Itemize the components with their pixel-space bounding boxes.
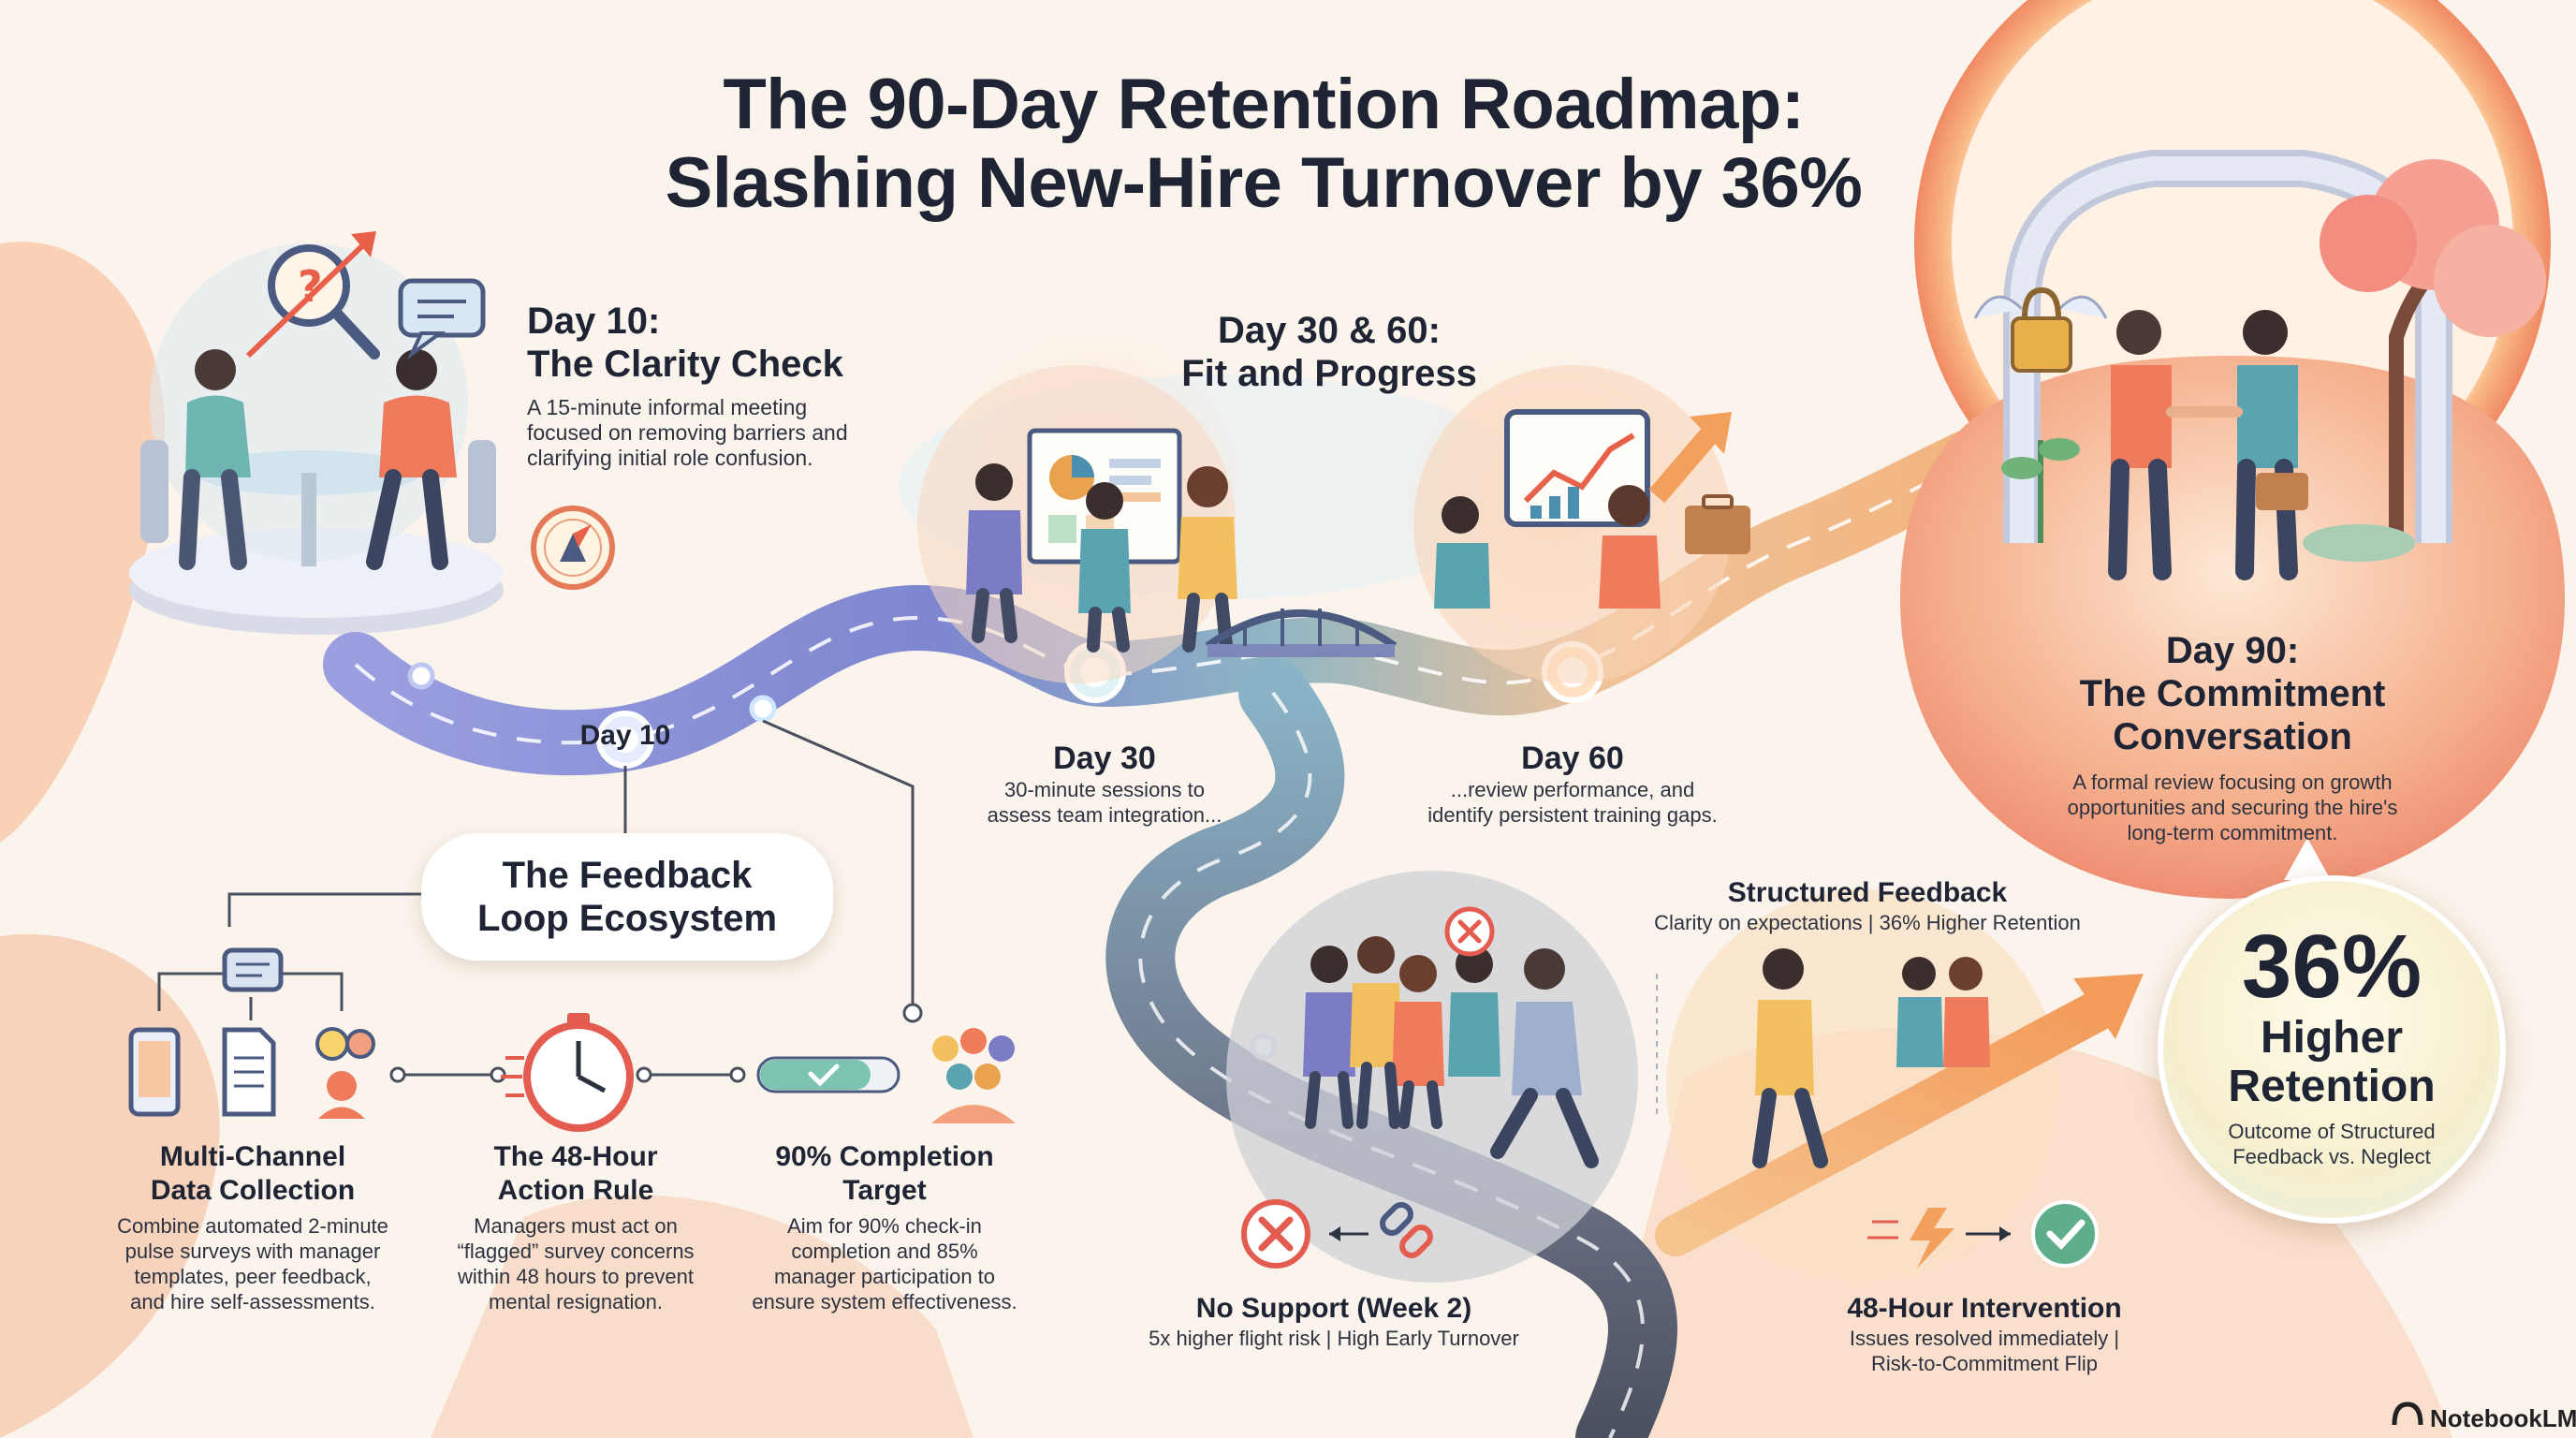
multi-channel-section: Multi-Channel Data Collection Combine au…	[84, 1140, 421, 1314]
multi-channel-desc-1: Combine automated 2-minute	[117, 1214, 388, 1238]
feedback-loop-pill: The Feedback Loop Ecosystem	[421, 833, 833, 961]
day90-desc-3: long-term commitment.	[2127, 821, 2338, 844]
day60-desc-2: identify persistent training gaps.	[1427, 803, 1718, 827]
completion-desc-3: manager participation to	[773, 1265, 996, 1288]
action-rule-section: The 48-Hour Action Rule Managers must ac…	[421, 1140, 730, 1314]
multi-channel-title-1: Multi-Channel	[159, 1141, 346, 1172]
day90-desc-2: opportunities and securing the hire's	[2067, 796, 2398, 819]
day90-heading-1: Day 90:	[2165, 630, 2300, 671]
day90-heading-3: Conversation	[2113, 716, 2352, 757]
retention-stat-caption-1: Outcome of Structured	[2228, 1120, 2436, 1143]
page-title: The 90-Day Retention Roadmap: Slashing N…	[562, 66, 1966, 223]
completion-title-2: Target	[842, 1175, 927, 1206]
action-rule-desc-4: mental resignation.	[489, 1290, 663, 1313]
structured-feedback-title: Structured Feedback	[1727, 877, 2008, 908]
day30-desc-1: 30-minute sessions to	[1004, 778, 1205, 801]
day30-label: Day 30	[1053, 741, 1156, 776]
no-support-section: No Support (Week 2) 5x higher flight ris…	[1114, 1292, 1554, 1351]
multi-channel-title-2: Data Collection	[150, 1175, 356, 1206]
day30-60-heading-2: Fit and Progress	[1181, 353, 1477, 394]
day10-heading-1: Day 10:	[527, 301, 661, 342]
day30-60-heading-1: Day 30 & 60:	[1218, 310, 1441, 351]
day30-60-section: Day 30 & 60: Fit and Progress	[1142, 309, 1516, 395]
retention-stat-caption-2: Feedback vs. Neglect	[2232, 1145, 2431, 1168]
day60-section: Day 60 ...review performance, and identi…	[1395, 740, 1750, 828]
day10-desc-1: A 15-minute informal meeting	[527, 395, 808, 419]
structured-feedback-section: Structured Feedback Clarity on expectati…	[1619, 876, 2115, 935]
intervention-desc-2: Risk-to-Commitment Flip	[1870, 1352, 2099, 1375]
intervention-section: 48-Hour Intervention Issues resolved imm…	[1788, 1292, 2181, 1376]
action-rule-desc-1: Managers must act on	[474, 1214, 678, 1238]
day60-desc-1: ...review performance, and	[1450, 778, 1695, 801]
structured-feedback-subtitle: Clarity on expectations | 36% Higher Ret…	[1654, 911, 2081, 934]
feedback-loop-title-2: Loop Ecosystem	[476, 898, 778, 939]
completion-desc-2: completion and 85%	[791, 1240, 978, 1263]
retention-stat-label-2: Retention	[2228, 1062, 2436, 1111]
completion-desc-1: Aim for 90% check-in	[787, 1214, 982, 1238]
action-rule-desc-2: “flagged” survey concerns	[457, 1240, 695, 1263]
day10-marker-label: Day 10	[579, 720, 671, 751]
completion-section: 90% Completion Target Aim for 90% check-…	[725, 1140, 1044, 1314]
intervention-desc-1: Issues resolved immediately |	[1849, 1327, 2120, 1350]
multi-channel-desc-3: templates, peer feedback,	[134, 1265, 372, 1288]
day60-label: Day 60	[1521, 741, 1624, 776]
day10-desc-2: focused on removing barriers and	[527, 420, 848, 445]
title-line-2: Slashing New-Hire Turnover by 36%	[665, 143, 1863, 223]
day30-desc-2: assess team integration...	[987, 803, 1222, 827]
day10-heading-2: The Clarity Check	[527, 344, 843, 385]
completion-title-1: 90% Completion	[775, 1141, 994, 1172]
no-support-subtitle: 5x higher flight risk | High Early Turno…	[1149, 1327, 1519, 1350]
retention-stat-circle: 36% Higher Retention Outcome of Structur…	[2158, 875, 2506, 1224]
feedback-loop-title-1: The Feedback	[502, 855, 753, 896]
day10-section: Day 10: The Clarity Check A 15-minute in…	[527, 300, 920, 471]
completion-desc-4: ensure system effectiveness.	[752, 1290, 1017, 1313]
day90-desc-1: A formal review focusing on growth	[2072, 770, 2393, 794]
title-line-1: The 90-Day Retention Roadmap:	[723, 65, 1805, 144]
day30-section: Day 30 30-minute sessions to assess team…	[936, 740, 1273, 828]
action-rule-title-2: Action Rule	[497, 1175, 654, 1206]
action-rule-desc-3: within 48 hours to prevent	[458, 1265, 694, 1288]
retention-stat-label-1: Higher	[2260, 1013, 2403, 1063]
day90-section: Day 90: The Commitment Conversation A fo…	[1984, 629, 2481, 845]
brand-label: NotebookLM	[2430, 1404, 2576, 1432]
day10-desc-3: clarifying initial role confusion.	[527, 446, 813, 470]
retention-stat-value: 36%	[2241, 917, 2422, 1017]
intervention-title: 48-Hour Intervention	[1847, 1293, 2122, 1324]
no-support-title: No Support (Week 2)	[1195, 1293, 1472, 1324]
multi-channel-desc-4: and hire self-assessments.	[130, 1290, 375, 1313]
day90-heading-2: The Commitment	[2079, 673, 2386, 714]
action-rule-title-1: The 48-Hour	[493, 1141, 658, 1172]
multi-channel-desc-2: pulse surveys with manager	[124, 1240, 381, 1263]
